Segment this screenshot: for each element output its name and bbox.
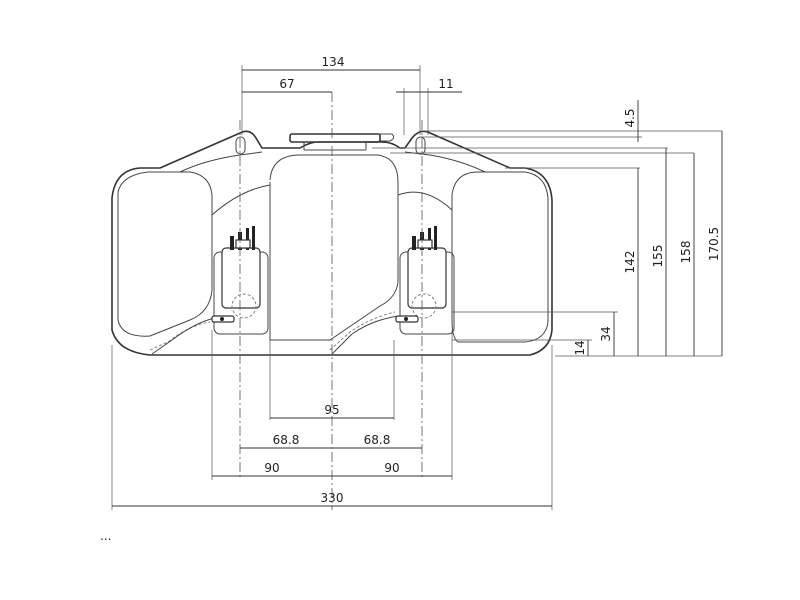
- dim-155: 155: [651, 245, 665, 268]
- bottom-dimensions: [111, 330, 553, 510]
- dim-142: 142: [623, 251, 637, 274]
- dim-90-left: 90: [264, 461, 279, 475]
- center-lines: [239, 92, 423, 510]
- dim-4-5: 4.5: [623, 108, 637, 127]
- dim-134: 134: [322, 55, 345, 69]
- filler-cap: [289, 133, 395, 151]
- dim-11: 11: [438, 77, 453, 91]
- dim-95: 95: [324, 403, 339, 417]
- dim-14: 14: [573, 340, 587, 355]
- dim-68-8-left: 68.8: [273, 433, 300, 447]
- top-dimensions: [241, 65, 462, 135]
- dim-158: 158: [679, 241, 693, 264]
- left-pump: [211, 226, 269, 335]
- dim-330: 330: [321, 491, 344, 505]
- right-mounting-ear: [415, 136, 426, 155]
- footer-fragment: ...: [100, 529, 111, 543]
- dim-67: 67: [279, 77, 294, 91]
- dim-68-8-right: 68.8: [364, 433, 391, 447]
- dim-90-right: 90: [384, 461, 399, 475]
- right-pump: [395, 226, 455, 335]
- tank-outline: [111, 130, 553, 356]
- left-mounting-ear: [235, 136, 246, 155]
- dim-34: 34: [599, 326, 613, 341]
- right-dimensions: [372, 100, 723, 357]
- dim-170-5: 170.5: [707, 227, 721, 261]
